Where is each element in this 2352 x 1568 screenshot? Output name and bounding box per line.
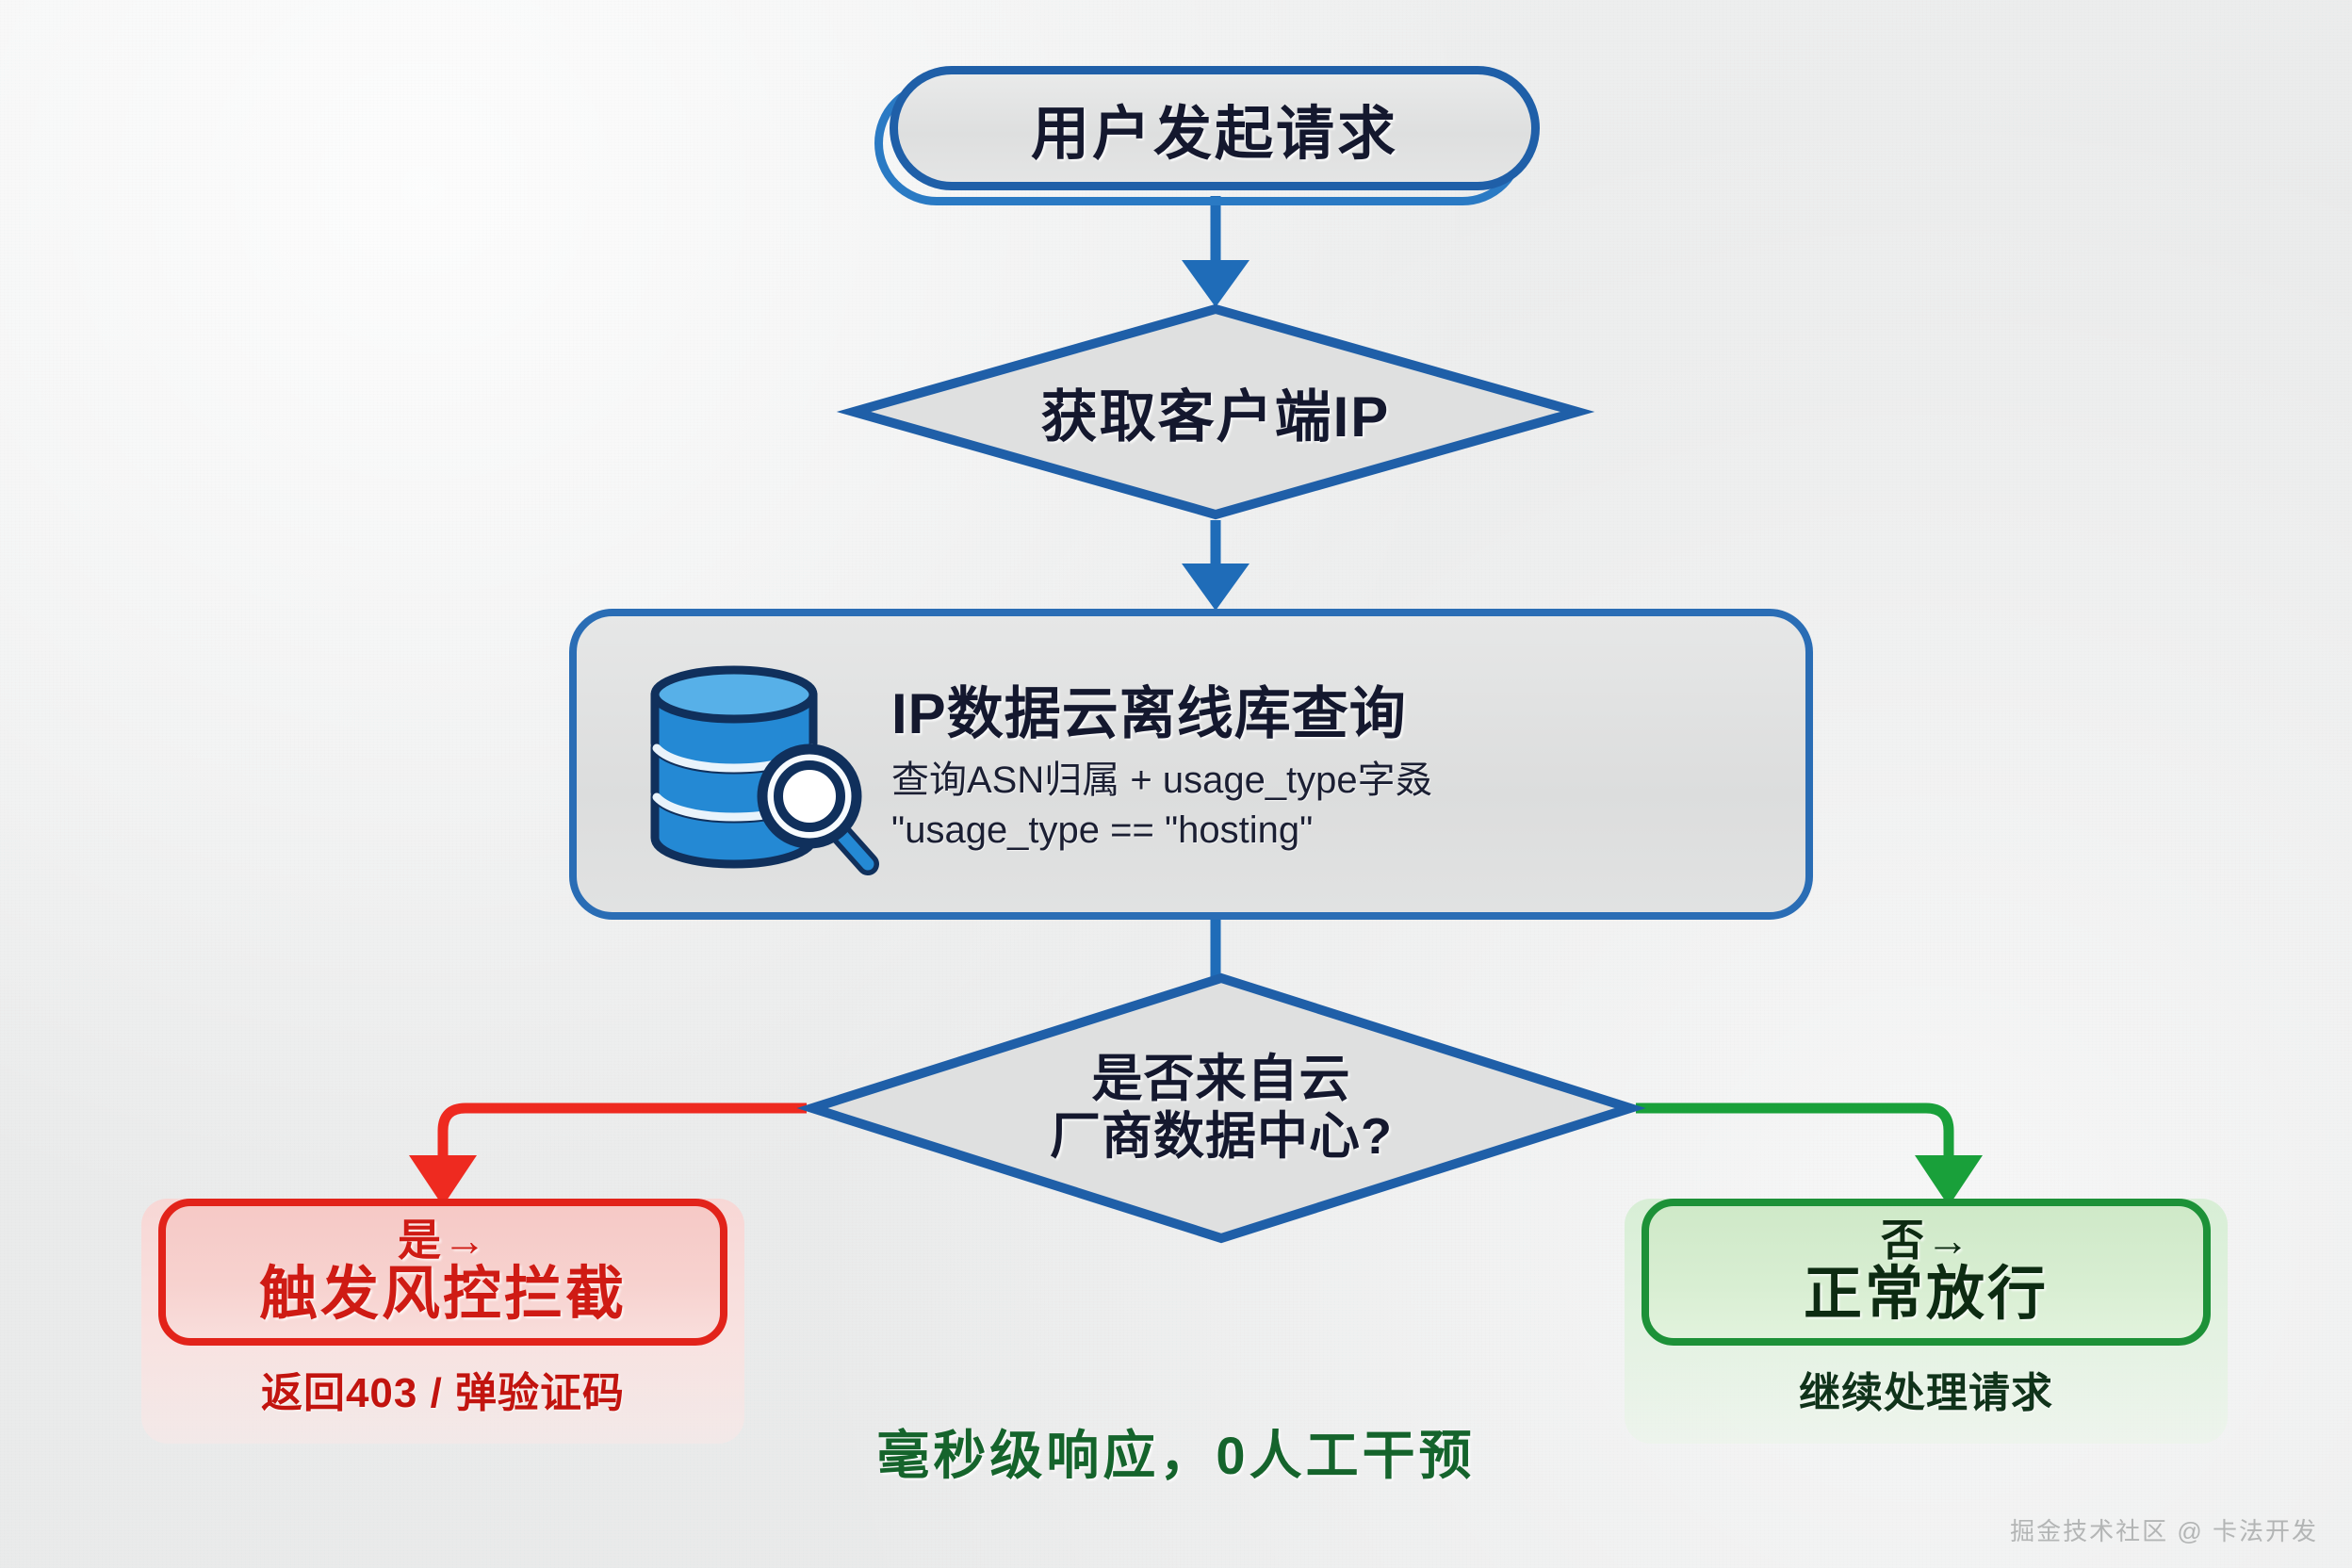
cloud-datacenter-decision-node[interactable]: 是否来自云 厂商数据中心? [796, 972, 1646, 1244]
connector-start-to-getip [1182, 196, 1250, 307]
start-node-label: 用户发起请求 [1030, 102, 1398, 167]
watermark-text: 掘金技术社区 @ 卡法开发 [2010, 1517, 2318, 1545]
footer-note: 毫秒级响应，0人工干预 [0, 1413, 2352, 1490]
normal-pass-label: 正常放行 [1803, 1261, 2049, 1327]
get-client-ip-label-group: 获取客户端IP [848, 303, 1583, 520]
trigger-riskcontrol-lead: 是→ [398, 1215, 488, 1265]
trigger-riskcontrol-box[interactable]: 是→ 触发风控拦截 [158, 1199, 727, 1346]
connector-getip-to-query [1182, 520, 1250, 611]
connector-no-branch [1636, 1102, 1983, 1206]
diamond-shape [836, 303, 1595, 520]
trigger-riskcontrol-caption: 返回403 / 弹验证码 [260, 1370, 626, 1416]
connector-yes-branch [409, 1102, 807, 1206]
normal-pass-lead: 否→ [1881, 1215, 1971, 1265]
normal-pass-outcome[interactable]: 否→ 正常放行 继续处理请求 [1625, 1199, 2228, 1444]
watermark: 掘金技术社区 @ 卡法开发 [2010, 1512, 2318, 1547]
normal-pass-caption: 继续处理请求 [1799, 1370, 2053, 1416]
footer-note-text: 毫秒级响应，0人工干预 [876, 1426, 1476, 1485]
start-node[interactable]: 用户发起请求 [890, 66, 1540, 190]
database-search-icon [629, 651, 884, 877]
trigger-riskcontrol-outcome[interactable]: 是→ 触发风控拦截 返回403 / 弹验证码 [141, 1199, 744, 1444]
cloud-datacenter-decision-line1: 是否来自云 [1091, 1050, 1351, 1107]
ip-database-query-text: IP数据云离线库查询 查询ASN归属 + usage_type字叒 "usage… [891, 668, 1805, 856]
ip-database-query-title: IP数据云离线库查询 [891, 681, 1407, 745]
diamond-shape [796, 972, 1646, 1244]
get-client-ip-node[interactable]: 获取客户端IP [836, 303, 1595, 520]
cloud-datacenter-decision-line2: 厂商数据中心? [1050, 1108, 1393, 1165]
ip-database-query-subtitle-line2: "usage_type == "hosting" [891, 808, 1314, 851]
ip-database-query-subtitle-line1: 查询ASN归属 + usage_type字叒 [891, 759, 1433, 801]
ip-database-query-node[interactable]: IP数据云离线库查询 查询ASN归属 + usage_type字叒 "usage… [569, 609, 1813, 920]
trigger-riskcontrol-label: 触发风控拦截 [258, 1261, 627, 1327]
normal-pass-box[interactable]: 否→ 正常放行 [1642, 1199, 2211, 1346]
cloud-datacenter-decision-label-group: 是否来自云 厂商数据中心? [807, 972, 1636, 1244]
get-client-ip-label: 获取客户端IP [1040, 384, 1391, 449]
